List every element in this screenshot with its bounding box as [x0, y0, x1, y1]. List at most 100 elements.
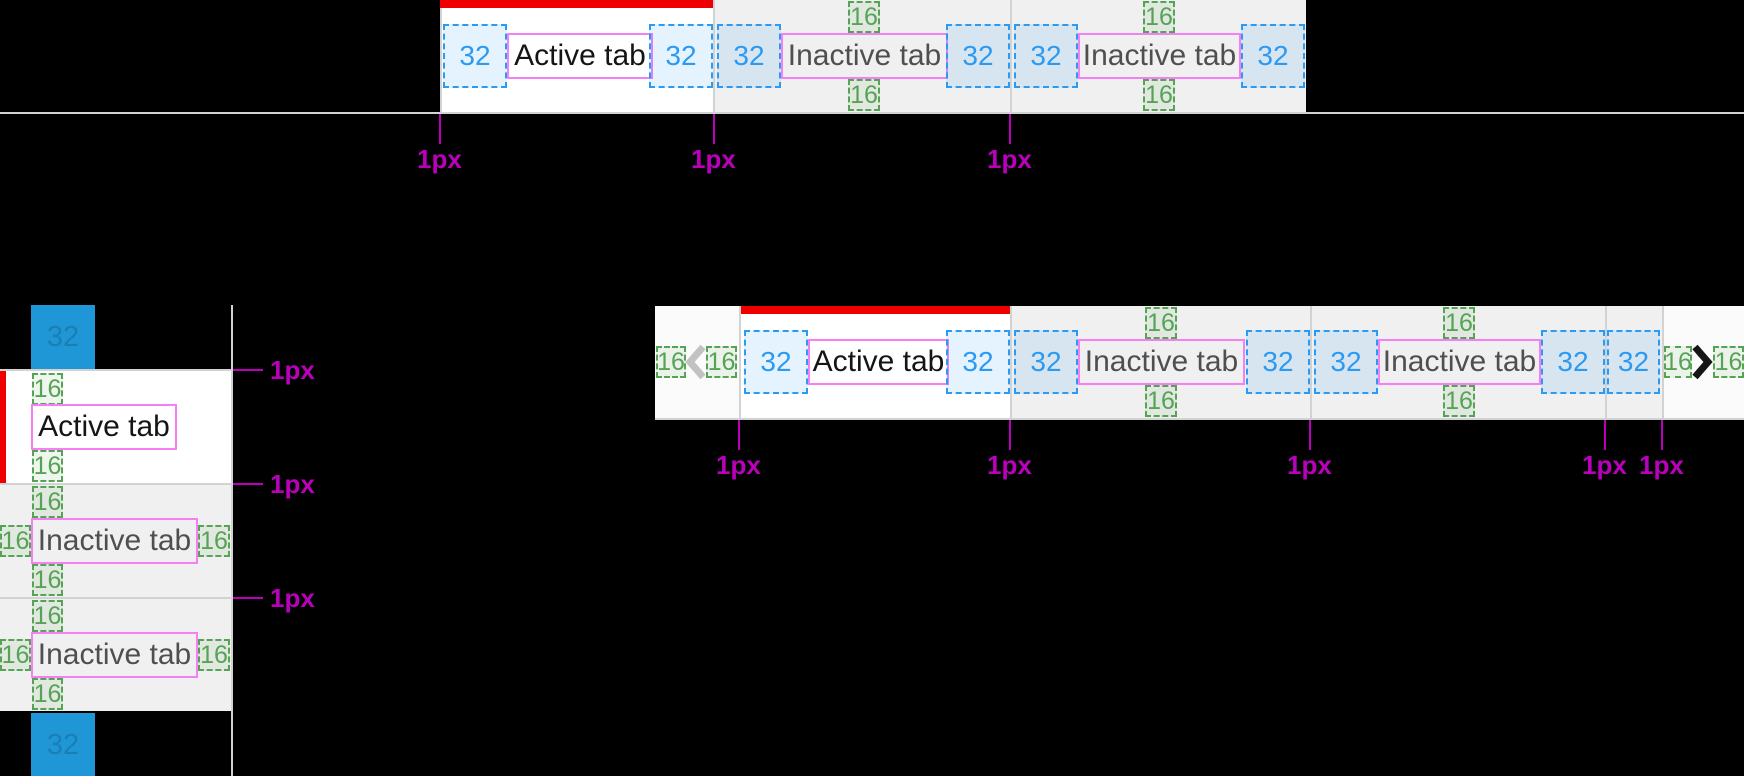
- spacing-16-box: 16: [32, 600, 63, 632]
- tab-label: Active tab: [812, 345, 945, 378]
- spacing-32-value: 32: [459, 40, 491, 71]
- spacing-16-box: 16: [0, 639, 31, 671]
- spacing-16-value: 16: [1147, 308, 1175, 337]
- spacing-16-value: 16: [1, 640, 30, 669]
- tab-inactive[interactable]: [0, 599, 231, 711]
- spacing-32-box: 32: [1014, 330, 1078, 394]
- tab-active[interactable]: [440, 0, 713, 112]
- spacing-32-value: 32: [1262, 346, 1294, 377]
- border-annotation-line: [1009, 420, 1011, 450]
- border-annotation-label: 1px: [716, 450, 761, 480]
- border-annotation-line: [233, 483, 263, 485]
- scroll-bar-bottom-border: [655, 418, 1744, 420]
- spacing-32-box: 32: [649, 24, 713, 88]
- border-annotation-line: [1009, 114, 1011, 144]
- border-annotation-label: 1px: [691, 144, 736, 174]
- spacer-32-block: 32: [31, 713, 95, 776]
- tab-label-box: Active tab: [808, 339, 949, 385]
- tab-divider: [1010, 306, 1012, 418]
- tab-inactive[interactable]: [0, 485, 231, 597]
- spacing-16-value: 16: [1445, 308, 1473, 337]
- spacing-16-box: 16: [32, 450, 63, 482]
- stack-right-edge-line: [231, 305, 233, 776]
- spacing-16-value: 16: [1445, 386, 1473, 415]
- tab-label-box: Active tab: [507, 33, 653, 79]
- spacing-16-value: 16: [33, 679, 62, 708]
- spacing-16-box: 16: [198, 525, 230, 557]
- chevron-right-icon: [1691, 344, 1713, 380]
- spacing-16-value: 16: [850, 80, 878, 109]
- spacing-16-value: 16: [33, 487, 62, 516]
- tab-active[interactable]: [0, 371, 231, 483]
- tab-divider: [1010, 0, 1012, 112]
- spacing-32-value: 32: [665, 40, 697, 71]
- tab-top-border: [0, 369, 231, 371]
- spacing-16-box: 16: [32, 486, 63, 518]
- tab-divider: [0, 597, 231, 599]
- spacing-16-value: 16: [33, 601, 62, 630]
- spacing-32-value: 32: [962, 40, 994, 71]
- spacing-32-box: 32: [946, 24, 1010, 88]
- tab-divider: [1605, 306, 1607, 418]
- border-annotation-line: [713, 114, 715, 144]
- spacer-32-block: 32: [31, 305, 95, 369]
- spacing-32-box: 32: [717, 24, 781, 88]
- spacing-16-value: 16: [1145, 80, 1173, 109]
- spacing-16-value: 16: [1, 526, 30, 555]
- spacing-32-box: 32: [946, 330, 1010, 394]
- scroll-left-button[interactable]: [655, 306, 739, 418]
- spacing-32-box: 32: [443, 24, 507, 88]
- border-annotation-label: 1px: [1639, 450, 1684, 480]
- tab-label-box: Inactive tab: [1078, 33, 1241, 79]
- spacing-32-box: 32: [1607, 330, 1660, 394]
- spacing-16-value: 16: [1714, 347, 1743, 376]
- border-annotation-line: [233, 597, 263, 599]
- tab-inactive[interactable]: [1012, 0, 1306, 112]
- border-annotation-line: [1661, 420, 1663, 450]
- tab-label: Inactive tab: [1082, 39, 1237, 72]
- tab-inactive-partial[interactable]: [1607, 306, 1662, 418]
- spacing-16-value: 16: [850, 2, 878, 31]
- tab-inactive[interactable]: [715, 0, 1010, 112]
- border-annotation-label: 1px: [987, 450, 1032, 480]
- tab-active[interactable]: [741, 306, 1010, 418]
- spacing-16-value: 16: [200, 526, 228, 555]
- spacing-16-box: 16: [1664, 346, 1692, 378]
- spacing-16-box: 16: [198, 639, 230, 671]
- border-annotation-line: [738, 420, 740, 450]
- spacing-16-box: 16: [32, 564, 63, 596]
- tab-divider: [1310, 306, 1312, 418]
- spacing-16-box: 16: [1143, 79, 1175, 111]
- border-annotation-label: 1px: [1582, 450, 1627, 480]
- spacing-16-value: 16: [1145, 2, 1173, 31]
- chevron-left-icon: [685, 344, 707, 380]
- spacing-32-box: 32: [1314, 330, 1378, 394]
- spacing-32-box: 32: [1541, 330, 1605, 394]
- tab-label: Active tab: [38, 410, 170, 443]
- active-tab-indicator: [741, 306, 1010, 314]
- tab-inactive[interactable]: [1012, 306, 1310, 418]
- spacing-16-box: 16: [1143, 1, 1175, 33]
- tab-label-box: Inactive tab: [781, 33, 948, 79]
- tab-inactive[interactable]: [1312, 306, 1605, 418]
- spacing-32-value: 32: [1557, 346, 1589, 377]
- spacing-16-box: 16: [32, 373, 63, 405]
- tab-label-box: Active tab: [31, 404, 177, 450]
- border-annotation-label: 1px: [1287, 450, 1332, 480]
- spacing-16-box: 16: [656, 346, 686, 378]
- tab-label: Inactive tab: [37, 638, 192, 671]
- spacing-32-value: 32: [760, 346, 792, 377]
- tab-label: Inactive tab: [37, 524, 192, 557]
- spacing-32-value: 32: [733, 40, 765, 71]
- spacing-16-value: 16: [200, 640, 228, 669]
- border-annotation-line: [1604, 420, 1606, 450]
- tab-divider: [739, 306, 741, 418]
- spacer-32-value: 32: [46, 728, 80, 761]
- tab-divider: [0, 483, 231, 485]
- border-annotation-label: 1px: [987, 144, 1032, 174]
- spacing-16-value: 16: [657, 347, 685, 376]
- spacing-32-value: 32: [1257, 40, 1289, 71]
- spacing-32-value: 32: [1030, 346, 1062, 377]
- spacing-16-box: 16: [1443, 307, 1475, 339]
